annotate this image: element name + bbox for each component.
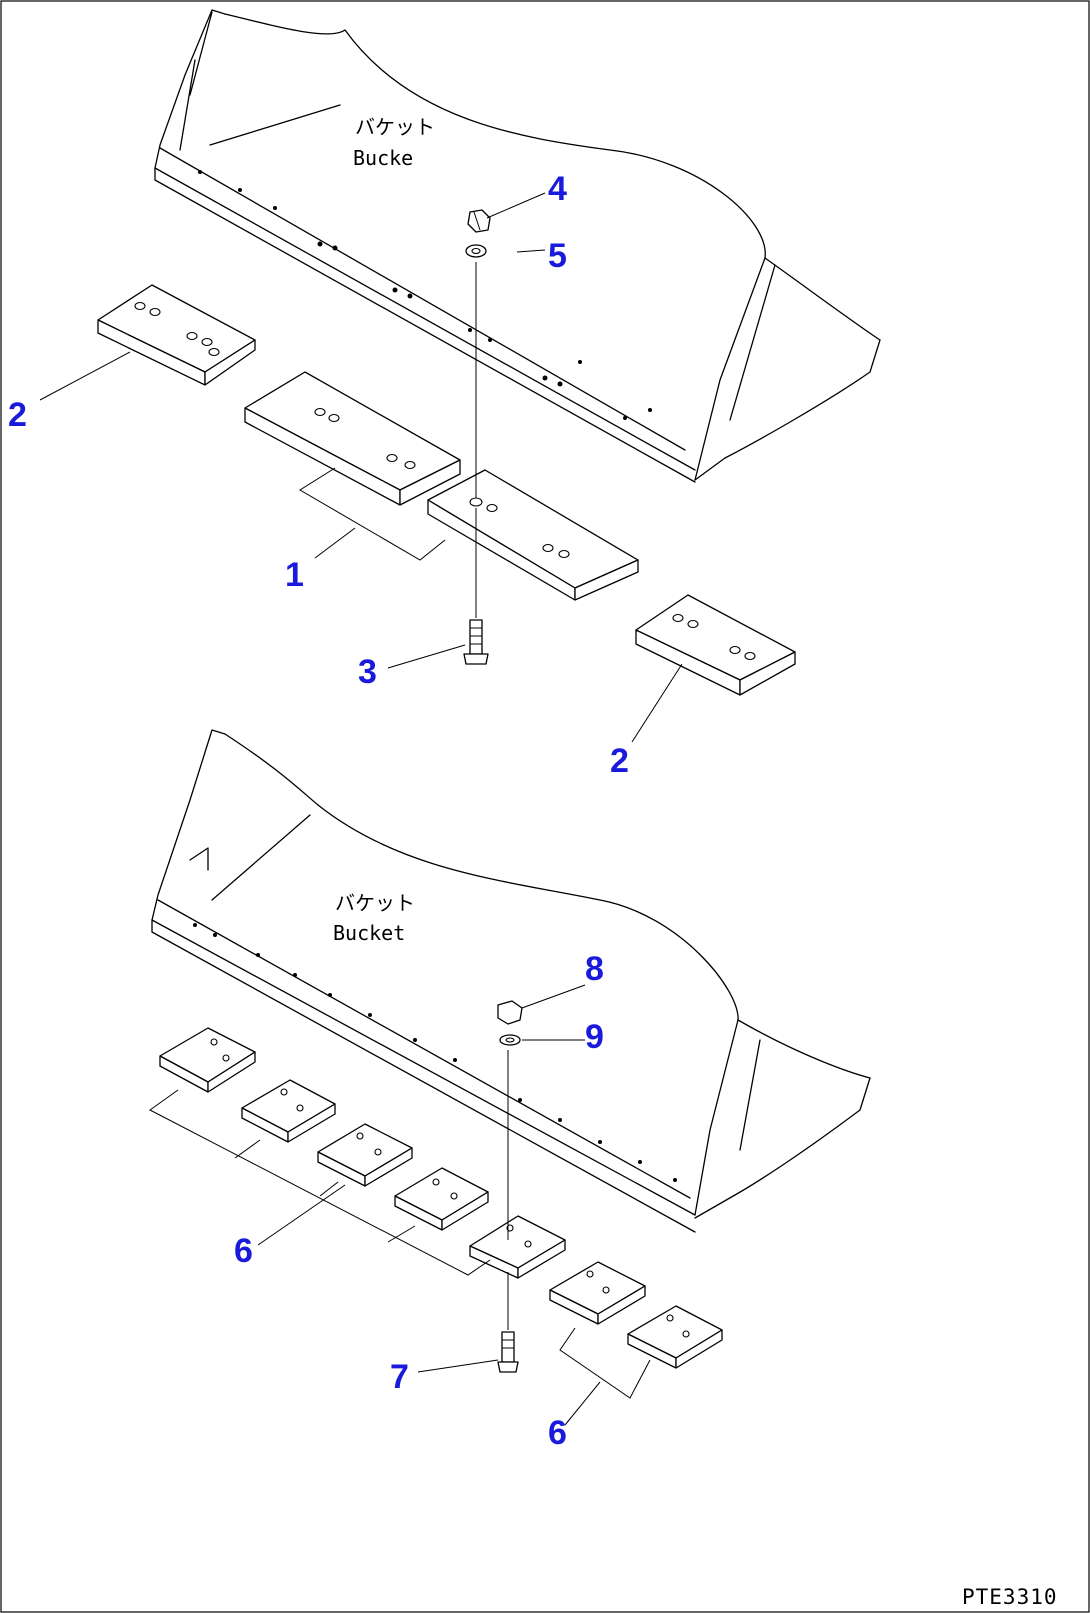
lower-fastener-stack bbox=[497, 1000, 523, 1373]
callout-5: 5 bbox=[548, 237, 567, 275]
cutting-edge-left bbox=[244, 371, 461, 506]
bolt-icon bbox=[463, 619, 489, 665]
callout-4: 4 bbox=[548, 170, 567, 208]
lower-bucket-label-en: Bucket bbox=[333, 921, 405, 945]
cutting-edge-right bbox=[427, 469, 639, 601]
teeth-group bbox=[159, 1027, 723, 1369]
end-bit-right bbox=[635, 594, 796, 696]
upper-bucket-bolt-holes bbox=[198, 170, 652, 420]
upper-assembly: バケット Bucke bbox=[8, 9, 881, 780]
callout-9: 9 bbox=[585, 1018, 604, 1056]
tooth-1 bbox=[159, 1027, 256, 1093]
lower-assembly: バケット Bucket bbox=[149, 729, 871, 1452]
lower-leaders bbox=[149, 984, 651, 1426]
end-bit-left bbox=[97, 284, 256, 386]
lower-bucket-bolt-holes bbox=[193, 923, 677, 1182]
callout-3: 3 bbox=[358, 653, 377, 691]
tooth-4 bbox=[394, 1167, 489, 1231]
lower-bucket-label-jp: バケット bbox=[335, 891, 415, 915]
upper-bucket-label-en: Bucke bbox=[353, 146, 413, 170]
upper-bucket-label-jp: バケット bbox=[355, 115, 435, 139]
callout-6-left: 6 bbox=[234, 1232, 253, 1270]
callout-8: 8 bbox=[585, 950, 604, 988]
lower-bucket: バケット Bucket bbox=[151, 729, 871, 1233]
upper-bucket: バケット Bucke bbox=[154, 9, 881, 483]
upper-fastener-stack bbox=[463, 209, 491, 665]
tooth-3 bbox=[317, 1123, 413, 1187]
callout-1: 1 bbox=[285, 556, 304, 594]
callout-7: 7 bbox=[390, 1358, 409, 1396]
callout-6-right: 6 bbox=[548, 1414, 567, 1452]
drawing-code: PTE3310 bbox=[962, 1585, 1058, 1609]
tooth-7 bbox=[627, 1305, 723, 1369]
tooth-2 bbox=[241, 1079, 336, 1143]
nut-icon bbox=[497, 1000, 523, 1025]
tooth-6 bbox=[549, 1261, 646, 1325]
callout-2-left: 2 bbox=[8, 396, 27, 434]
nut-icon bbox=[467, 209, 491, 233]
bolt-icon bbox=[497, 1331, 519, 1373]
callout-2-right: 2 bbox=[610, 742, 629, 780]
tooth-5 bbox=[469, 1215, 566, 1279]
upper-leaders bbox=[39, 192, 683, 743]
